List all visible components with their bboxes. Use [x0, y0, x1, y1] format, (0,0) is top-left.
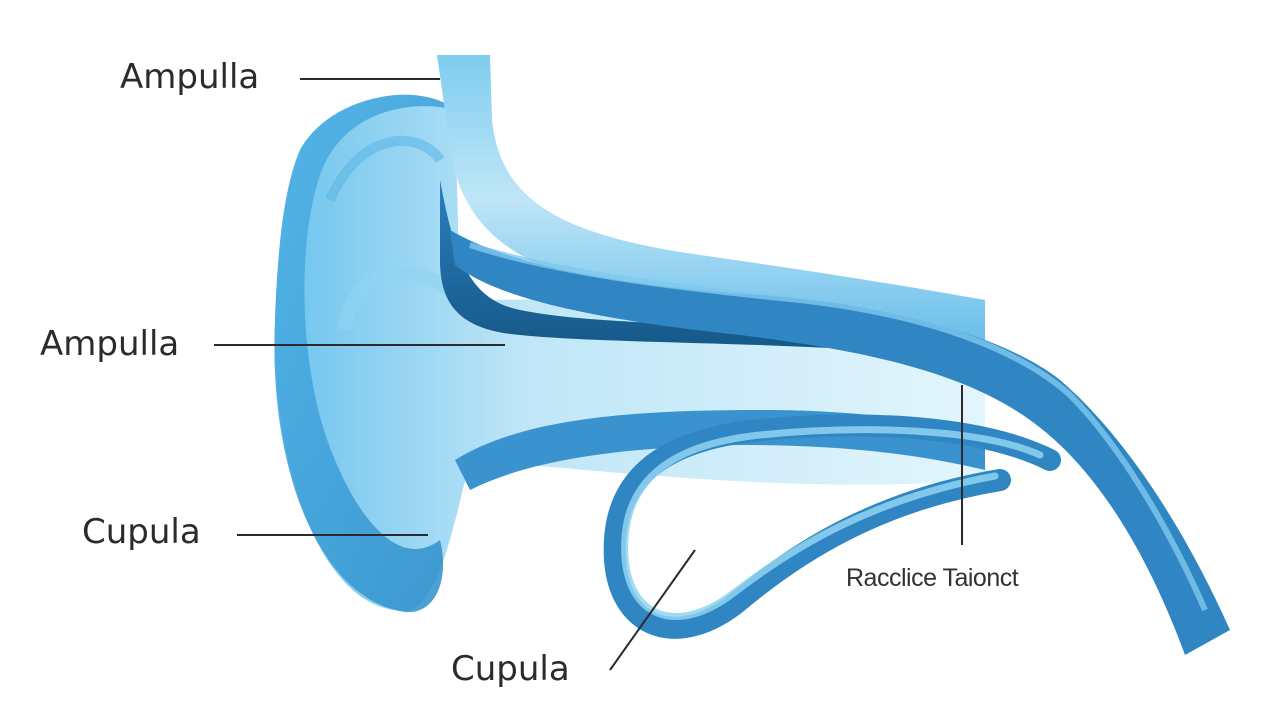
label-cupula-left: Cupula — [82, 512, 201, 552]
loop-tube — [603, 414, 1061, 639]
loop-tube-highlight — [621, 426, 1044, 620]
label-cupula-bottom: Cupula — [451, 649, 570, 689]
inner-ridge — [325, 136, 445, 203]
inner-ridge-lower — [338, 266, 455, 331]
label-ampulla-top: Ampulla — [120, 57, 260, 97]
label-ampulla-middle: Ampulla — [40, 324, 180, 364]
upper-long-tube-highlight — [469, 242, 1208, 612]
label-radial-text: Racclice Taionct — [846, 564, 1019, 592]
outer-rim — [274, 94, 455, 613]
leader-cupula-bottom — [609, 549, 696, 671]
upper-long-tube — [450, 230, 1230, 655]
ampulla-body — [274, 94, 985, 611]
